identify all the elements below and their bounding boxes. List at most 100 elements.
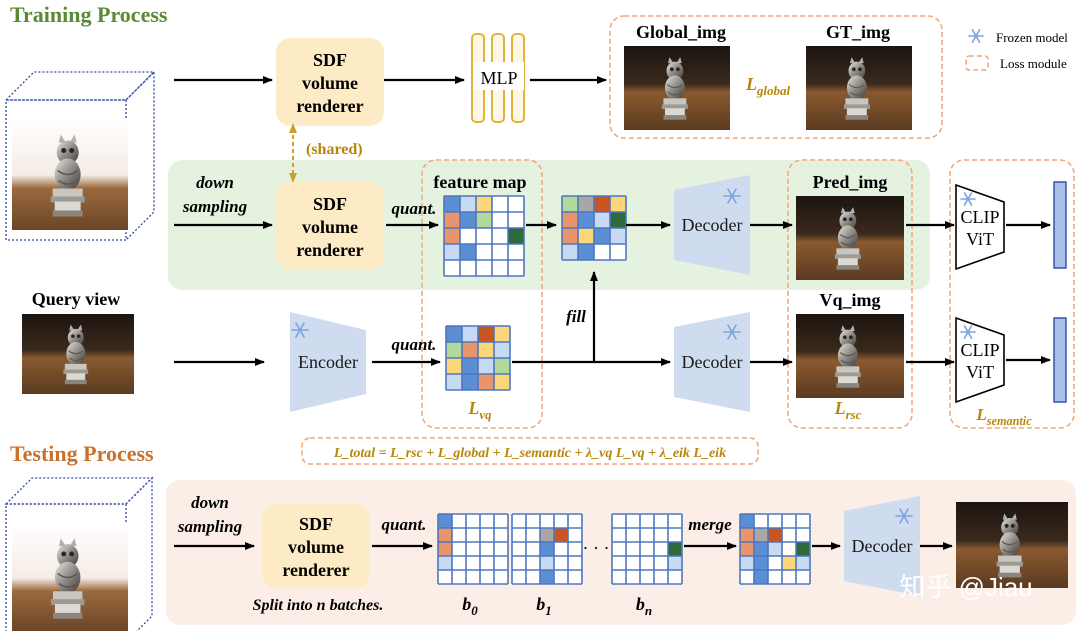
loss-semantic-label: Lsemantic xyxy=(975,405,1032,428)
decoder-2-label: Decoder xyxy=(682,352,743,372)
batch-ellipsis: · · · xyxy=(583,538,610,558)
feature-map-label: feature map xyxy=(433,172,526,192)
fill-label: fill xyxy=(566,307,586,326)
merged-grid-cell xyxy=(782,556,796,570)
vq-grid-cell xyxy=(478,326,494,342)
decoder-1 xyxy=(674,175,750,275)
decoder-1-label: Decoder xyxy=(682,215,743,235)
testing-down-sampling-label-line-0: down xyxy=(191,493,229,512)
down-sampling-label-line-1: sampling xyxy=(182,197,248,216)
encoder xyxy=(290,312,366,412)
batch-bn-label: bn xyxy=(636,594,652,618)
sdf-renderer-mid-label-line-0: SDF xyxy=(313,194,347,214)
merged-grid-cell xyxy=(796,556,810,570)
merge-label: merge xyxy=(688,515,732,534)
batch-bn-grid-cell xyxy=(668,556,682,570)
feature-map-grid-cell xyxy=(508,228,524,244)
batch-b0-grid-cell xyxy=(438,514,452,528)
sdf-renderer-top-label-line-1: volume xyxy=(302,73,358,93)
vq-grid-cell xyxy=(462,358,478,374)
feature-map-grid-cell xyxy=(444,244,460,260)
merged-grid-cell xyxy=(754,542,768,556)
quant-label-2: quant. xyxy=(392,335,437,354)
sdf-renderer-top-label-line-2: renderer xyxy=(296,96,363,116)
testing-quant-label: quant. xyxy=(382,515,427,534)
vq-grid-cell xyxy=(462,342,478,358)
batch-b1-grid xyxy=(511,513,583,585)
vq-grid-cell xyxy=(478,358,494,374)
testing-sdf-renderer: SDF volume renderer xyxy=(262,504,370,588)
loss-rsc-label: Lrsc xyxy=(834,398,862,422)
filled-map-grid-cell xyxy=(578,196,594,212)
feature-map-grid-cell xyxy=(444,228,460,244)
vq-img-label: Vq_img xyxy=(819,290,880,310)
feature-map-grid xyxy=(443,195,525,277)
testing-input-cube-scene xyxy=(12,524,128,632)
filled-map-grid-cell xyxy=(578,212,594,228)
vq-grid xyxy=(445,325,511,391)
merged-grid-cell xyxy=(768,542,782,556)
feature-map-grid-cell xyxy=(476,196,492,212)
batch-b0-grid-cell xyxy=(438,542,452,556)
vq-grid-cell xyxy=(478,374,494,390)
merged-grid-cell xyxy=(754,528,768,542)
testing-sdf-renderer-label-line-1: volume xyxy=(288,537,344,557)
filled-map-grid xyxy=(561,195,627,261)
loss-total-label: L_total = L_rsc + L_global + L_semantic … xyxy=(333,446,726,461)
batch-bn-grid xyxy=(611,513,683,585)
merged-grid-cell xyxy=(768,528,782,542)
batch-b0-label: b0 xyxy=(462,594,478,618)
vq-grid-cell xyxy=(446,374,462,390)
batch-b0-grid xyxy=(437,513,509,585)
decoder-1-frozen-icon xyxy=(723,188,741,204)
mlp-block: MLP xyxy=(471,33,525,123)
merged-grid-cell xyxy=(754,556,768,570)
merged-grid-cell xyxy=(796,542,810,556)
vq-grid-cell xyxy=(494,374,510,390)
embedding-bar-1 xyxy=(1053,181,1067,269)
testing-output-img xyxy=(956,502,1068,588)
batch-b1-grid-cell xyxy=(554,528,568,542)
sdf-renderer-top: SDF volume renderer xyxy=(276,38,384,126)
feature-map-grid-cell xyxy=(460,212,476,228)
pred-img xyxy=(796,196,904,280)
batch-b1-grid-cell xyxy=(540,528,554,542)
vq-grid-cell xyxy=(494,342,510,358)
vq-grid-cell xyxy=(462,326,478,342)
encoder-label: Encoder xyxy=(298,352,358,372)
vq-grid-cell xyxy=(494,358,510,374)
quant-label-1: quant. xyxy=(392,199,437,218)
gt-img-label: GT_img xyxy=(826,22,890,42)
batch-b1-grid-cell xyxy=(540,556,554,570)
sdf-renderer-mid-label-line-1: volume xyxy=(302,217,358,237)
query-view-label: Query view xyxy=(32,289,120,309)
feature-map-grid-cell xyxy=(444,196,460,212)
loss-global-label: Lglobal xyxy=(745,74,791,98)
vq-grid-cell xyxy=(446,326,462,342)
vq-grid-cell xyxy=(446,358,462,374)
testing-decoder-frozen-icon xyxy=(895,508,913,524)
testing-sdf-renderer-label-line-2: renderer xyxy=(282,560,349,580)
merged-grid-cell xyxy=(740,528,754,542)
filled-map-grid-cell xyxy=(578,228,594,244)
filled-map-grid-cell xyxy=(610,196,626,212)
down-sampling-label-line-0: down xyxy=(196,173,234,192)
vq-grid-cell xyxy=(478,342,494,358)
sdf-renderer-top-label-line-0: SDF xyxy=(313,50,347,70)
vq-grid-cell xyxy=(494,326,510,342)
filled-map-grid-cell xyxy=(594,228,610,244)
merged-grid xyxy=(739,513,811,585)
feature-map-grid-cell xyxy=(460,196,476,212)
batch-b1-label: b1 xyxy=(536,594,551,618)
loss-module-rsc xyxy=(787,159,913,429)
vq-img xyxy=(796,314,904,398)
filled-map-grid-cell xyxy=(594,212,610,228)
filled-map-grid-cell xyxy=(578,244,594,260)
encoder-frozen-icon xyxy=(291,322,309,338)
legend-loss-label: Loss module xyxy=(1000,56,1067,71)
testing-sdf-renderer-label-line-0: SDF xyxy=(299,514,333,534)
batch-b0-grid-cell xyxy=(438,528,452,542)
merged-grid-cell xyxy=(754,570,768,584)
decoder-2-frozen-icon xyxy=(723,324,741,340)
